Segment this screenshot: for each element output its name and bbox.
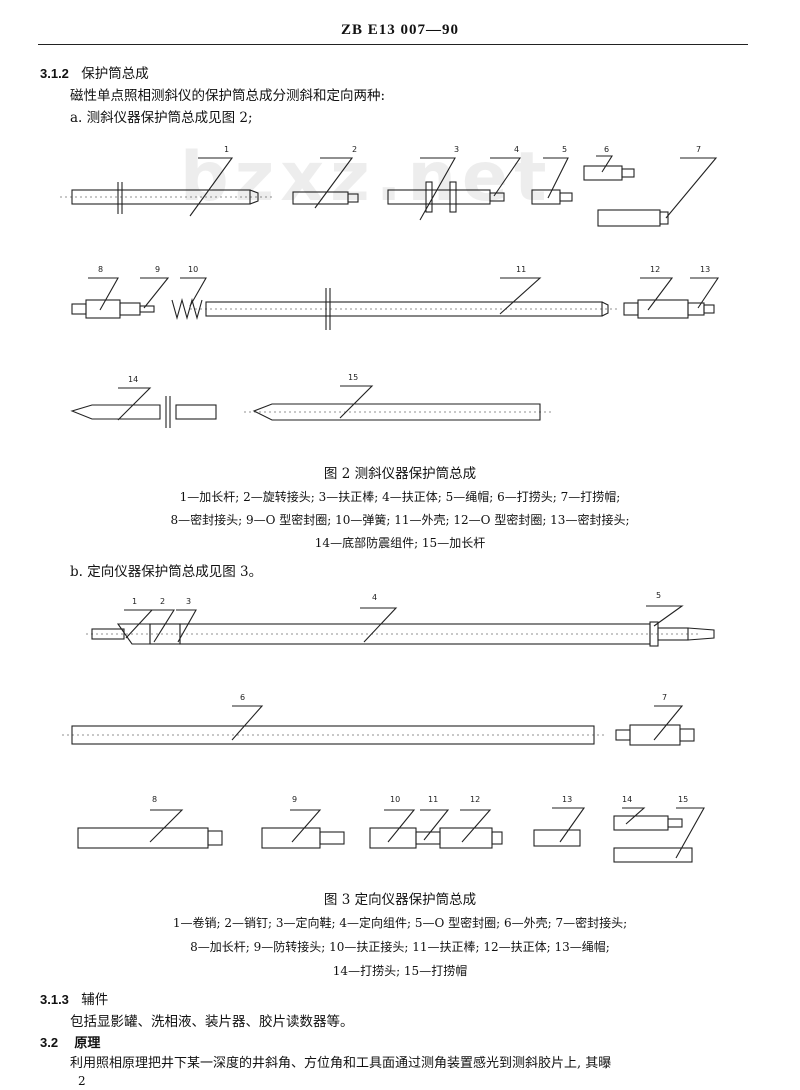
fig2-label-8: 8: [98, 265, 103, 274]
fig2-part-14: [70, 387, 217, 428]
section-3-2-body: 利用照相原理把井下某一深度的井斜角、方位角和工具面通过测角装置感光到测斜胶片上,…: [70, 1056, 612, 1071]
section-number: 3.1.2: [40, 66, 69, 81]
item-b: b. 定向仪器保护筒总成见图 3。: [70, 564, 263, 580]
fig3-label-3: 3: [186, 597, 191, 606]
section-3-1-2-intro: 磁性单点照相测斜仪的保护筒总成分测斜和定向两种:: [70, 88, 386, 104]
fig3-label-10: 10: [390, 795, 400, 804]
fig3-label-15: 15: [678, 795, 688, 804]
fig3-part-7: [615, 705, 695, 746]
fig2-label-3: 3: [454, 145, 459, 154]
section-number: 3.1.3: [40, 992, 69, 1007]
fig3-part-8: [77, 809, 223, 849]
standard-code-header: ZB E13 007—90: [340, 22, 459, 38]
fig3-label-4: 4: [372, 593, 377, 602]
fig3-part-6: [62, 705, 604, 745]
section-3-1-3-heading: 3.1.3 辅件: [40, 988, 108, 1008]
figure-3-legend-line-1: 1—卷销; 2—销钉; 3—定向鞋; 4—定向组件; 5—O 型密封圈; 6—外…: [172, 916, 628, 930]
figure-2-legend-line-1: 1—加长杆; 2—旋转接头; 3—扶正棒; 4—扶正体; 5—绳帽; 6—打捞头…: [179, 490, 621, 504]
fig3-part-1-3: [86, 609, 700, 645]
fig3-label-8: 8: [152, 795, 157, 804]
figure-2-legend-line-2: 8—密封接头; 9—O 型密封圈; 10—弹簧; 11—外壳; 12—O 型密封…: [170, 513, 630, 527]
figure-3-legend-line-2: 8—加长杆; 9—防转接头; 10—扶正接头; 11—扶正棒; 12—扶正体; …: [190, 940, 610, 954]
fig3-part-5: [646, 605, 715, 647]
fig2-label-12: 12: [650, 265, 660, 274]
fig2-part-11-shell: [190, 277, 620, 330]
fig3-label-9: 9: [292, 795, 297, 804]
fig3-part-9: [261, 809, 345, 849]
figure-2-drawing: 1 2 3 4 5 6 7 8 9 10 11 12 13 14 15: [60, 145, 720, 428]
section-title: 保护筒总成: [81, 66, 149, 82]
section-number: 3.2: [40, 1035, 59, 1050]
fig2-label-7: 7: [696, 145, 701, 154]
fig3-part-10-12: [369, 809, 503, 849]
fig3-label-6: 6: [240, 693, 245, 702]
section-title: 辅件: [81, 992, 109, 1008]
section-title: 原理: [74, 1035, 101, 1050]
fig3-part-14: [613, 807, 683, 831]
fig3-label-11: 11: [428, 795, 438, 804]
fig2-part-3-4: [387, 157, 522, 221]
fig3-label-5: 5: [656, 591, 661, 600]
fig3-label-14: 14: [622, 795, 632, 804]
section-3-1-2-heading: 3.1.2 保护筒总成: [40, 62, 149, 82]
fig2-label-10: 10: [188, 265, 198, 274]
section-3-2-heading: 3.2 原理: [40, 1032, 100, 1051]
fig2-part-5: [531, 157, 573, 205]
fig2-label-4: 4: [514, 145, 519, 154]
fig2-label-9: 9: [155, 265, 160, 274]
fig3-part-13: [533, 807, 586, 847]
fig2-part-6: [583, 155, 635, 181]
fig2-part-12-13: [623, 277, 720, 319]
fig3-label-2: 2: [160, 597, 165, 606]
fig2-part-1: [60, 157, 275, 217]
figure-3-drawing: 1 2 3 4 5 6 7 8 9 10 11 12 13 14 15: [62, 591, 715, 863]
fig2-part-7: [597, 157, 718, 227]
fig2-part-15: [244, 385, 552, 421]
header-rule: [38, 44, 748, 45]
fig2-label-6: 6: [604, 145, 609, 154]
fig2-label-5: 5: [562, 145, 567, 154]
fig3-part-4: [179, 607, 651, 645]
fig2-label-14: 14: [128, 375, 138, 384]
fig2-part-8-9: [71, 277, 170, 319]
figure-2-caption: 图 2 测斜仪器保护筒总成: [323, 466, 477, 482]
figure-2-legend-line-3: 14—底部防震组件; 15—加长杆: [314, 536, 486, 550]
fig2-part-10-spring: [171, 277, 207, 321]
item-a: a. 测斜仪器保护筒总成见图 2;: [70, 110, 253, 126]
fig2-label-13: 13: [700, 265, 710, 274]
fig3-label-12: 12: [470, 795, 480, 804]
figure-3-legend-line-3: 14—打捞头; 15—打捞帽: [332, 964, 468, 978]
fig2-label-15: 15: [348, 373, 358, 382]
fig3-label-7: 7: [662, 693, 667, 702]
fig3-label-1: 1: [132, 597, 137, 606]
fig2-label-1: 1: [224, 145, 229, 154]
fig3-part-15: [613, 807, 705, 863]
fig2-label-2: 2: [352, 145, 357, 154]
figure-3-caption: 图 3 定向仪器保护筒总成: [323, 892, 477, 908]
fig2-part-2: [292, 157, 359, 209]
page-number: 2: [78, 1074, 86, 1088]
fig3-label-13: 13: [562, 795, 572, 804]
fig2-label-11: 11: [516, 265, 526, 274]
section-3-1-3-body: 包括显影罐、洗相液、装片器、胶片读数器等。: [70, 1014, 354, 1030]
